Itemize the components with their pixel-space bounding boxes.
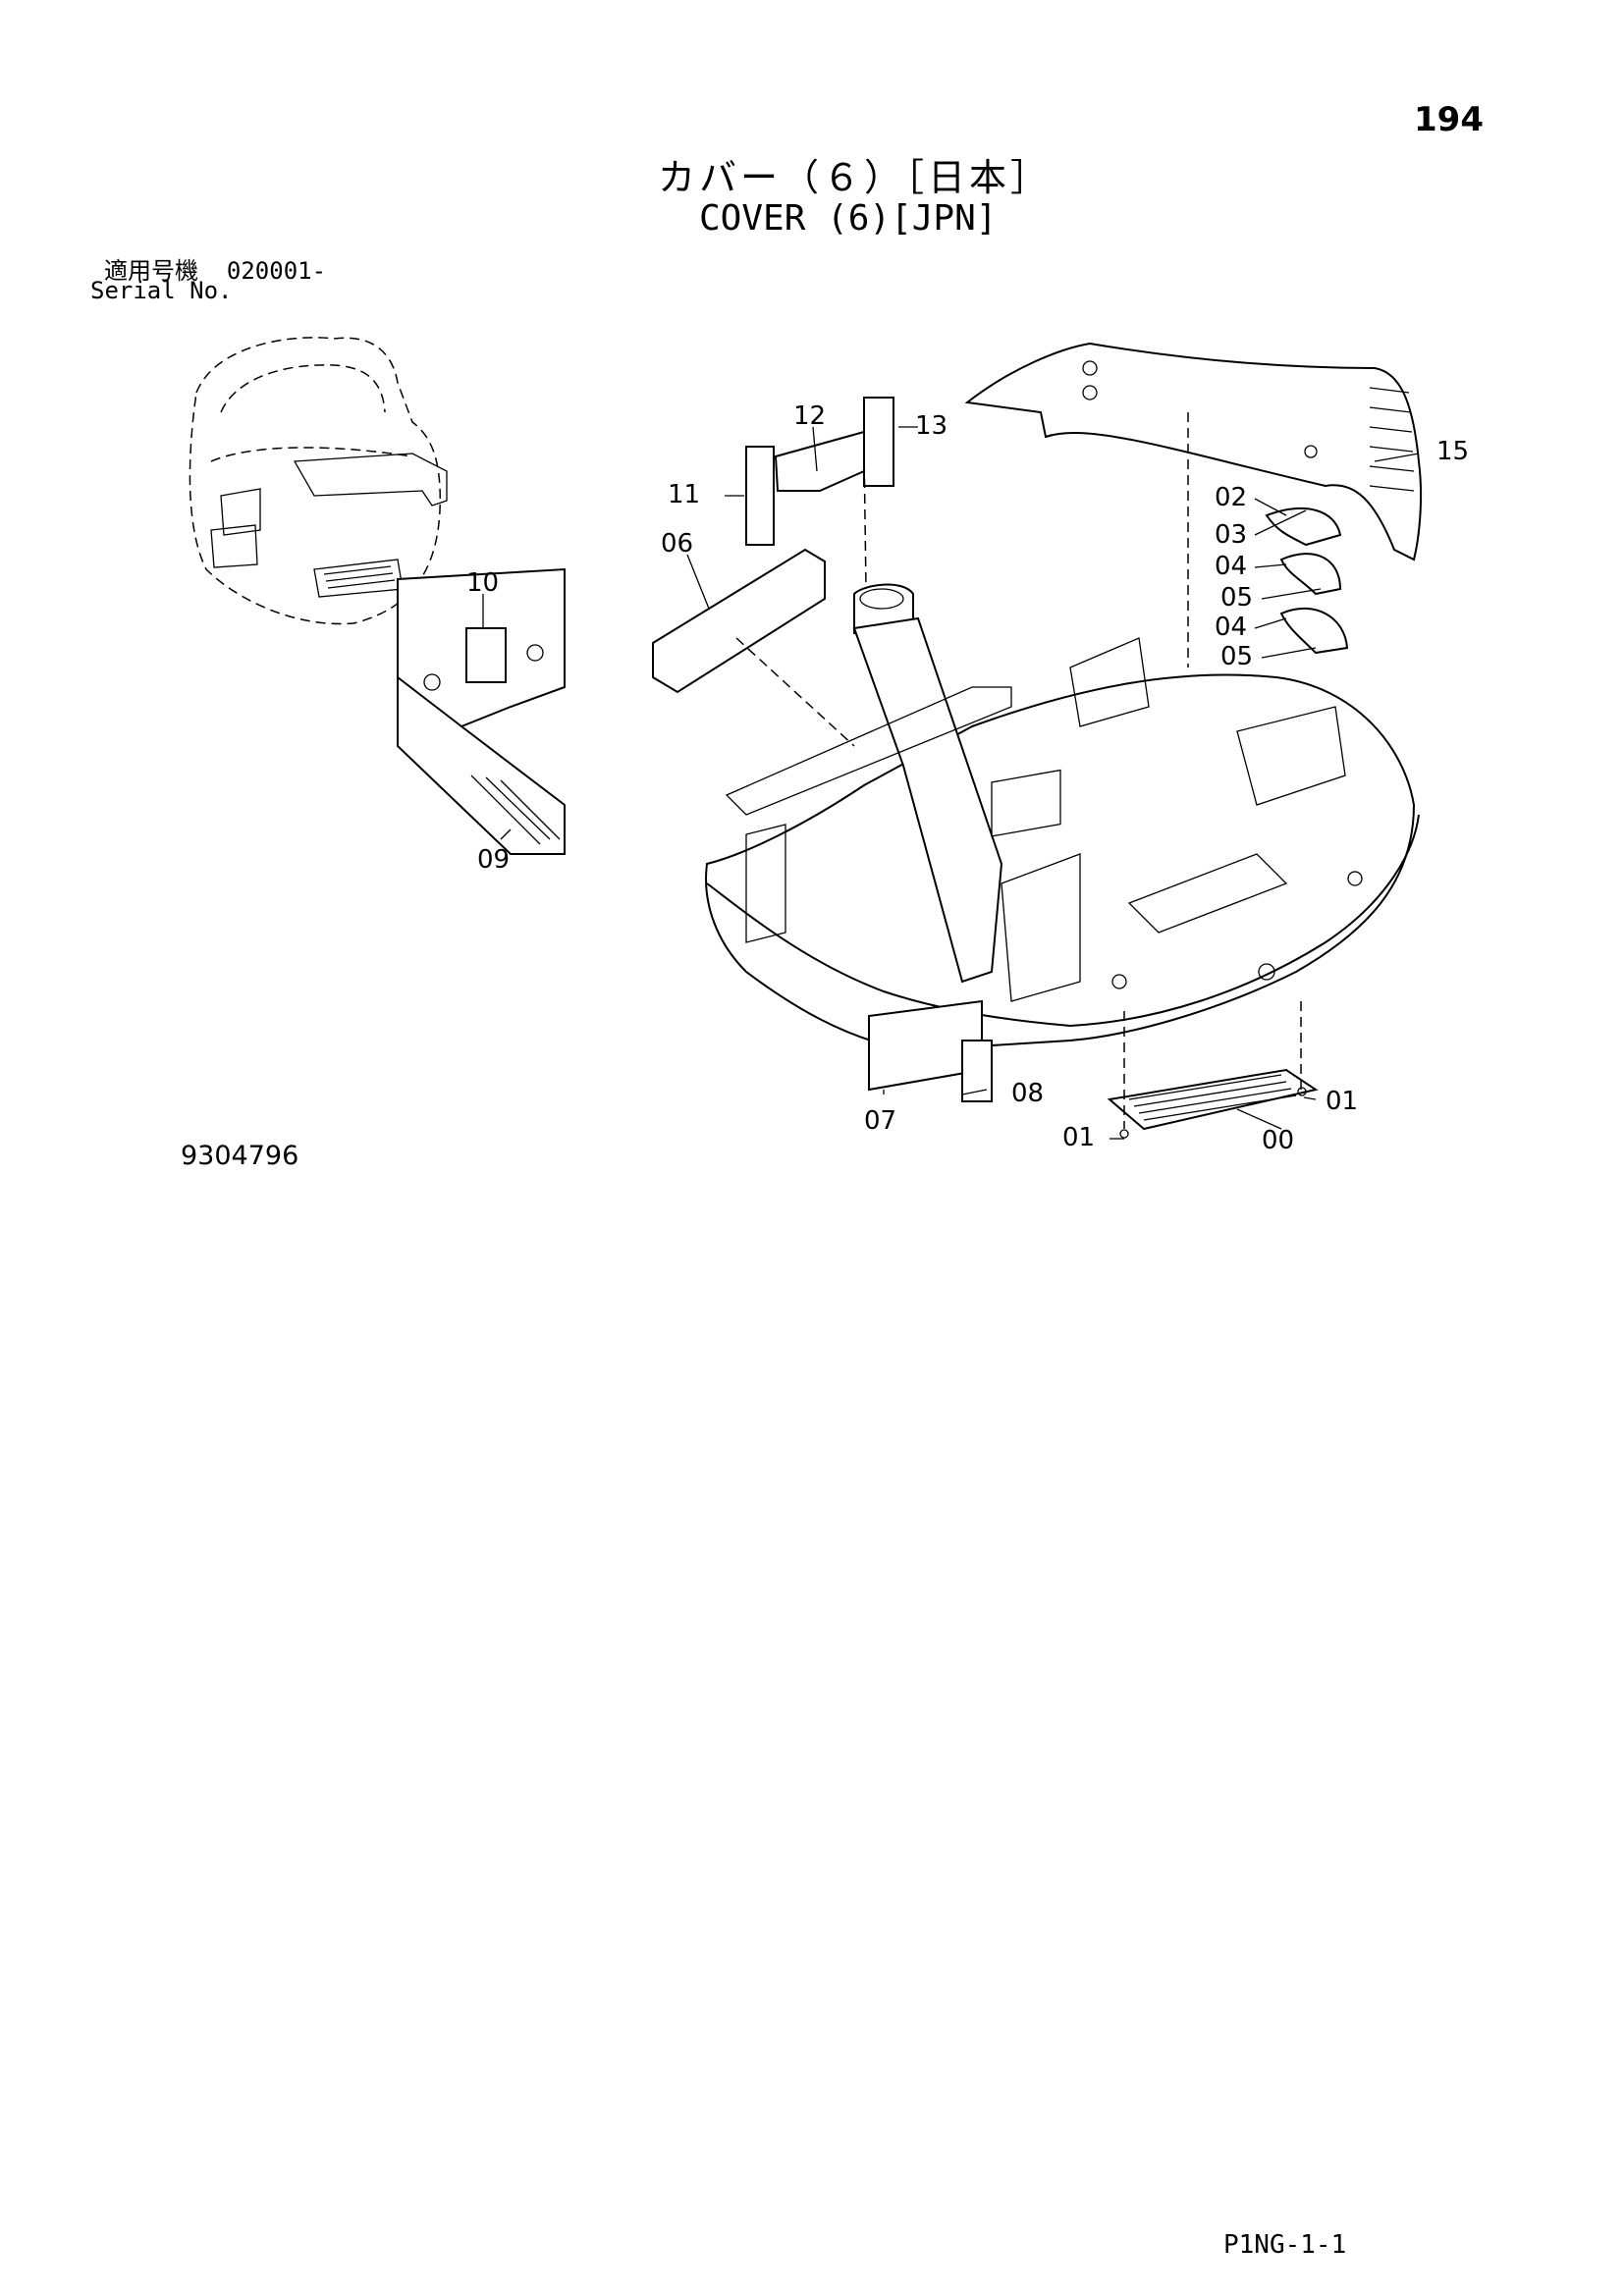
page-title-english: COVER (6)[JPN]: [699, 198, 998, 239]
callout-12: 12: [793, 401, 826, 431]
page-code: P1NG-1-1: [1223, 2230, 1347, 2260]
callout-10: 10: [466, 568, 499, 598]
callout-06: 06: [661, 529, 693, 559]
callout-04-upper: 04: [1215, 552, 1247, 581]
callout-00: 00: [1262, 1126, 1294, 1155]
serial-value: 020001-: [226, 257, 327, 285]
callout-08: 08: [1011, 1079, 1044, 1108]
callout-05-upper: 05: [1220, 583, 1253, 613]
shim-parts-02-05: [1265, 507, 1349, 655]
callout-labels: 12 13 11 06 10 09 15 02 03 04 05 04 05 0…: [466, 401, 1469, 1155]
page-number: 194: [1414, 100, 1484, 139]
main-upper-frame: [705, 583, 1420, 1052]
page-title-japanese: カバー（６）［日本］: [658, 156, 1053, 199]
serial-label-jp-text: 適用号機: [104, 257, 198, 285]
leader-lines: [482, 412, 1420, 1140]
callout-05-lower: 05: [1220, 642, 1253, 671]
callout-02: 02: [1215, 483, 1247, 512]
callout-13: 13: [915, 411, 947, 441]
bottom-cover-parts-07-08: [868, 999, 993, 1102]
callout-07: 07: [864, 1106, 896, 1136]
callout-03: 03: [1215, 520, 1247, 550]
serial-label-english: Serial No.: [90, 277, 233, 304]
serial-label-japanese: 適用号機 020001-: [104, 251, 326, 286]
rear-cover-part-15: [964, 342, 1423, 561]
drawing-number: 9304796: [181, 1141, 299, 1171]
bracket-parts-11-13: [652, 397, 894, 694]
callout-15: 15: [1436, 437, 1469, 466]
callout-11: 11: [668, 480, 700, 509]
callout-09: 09: [477, 845, 510, 875]
step-plate-part-00: [1107, 1068, 1319, 1139]
callout-04-lower: 04: [1215, 613, 1247, 642]
callout-01-left: 01: [1062, 1123, 1095, 1152]
side-cover-part-09: [397, 567, 566, 855]
callout-01-right: 01: [1326, 1087, 1358, 1116]
